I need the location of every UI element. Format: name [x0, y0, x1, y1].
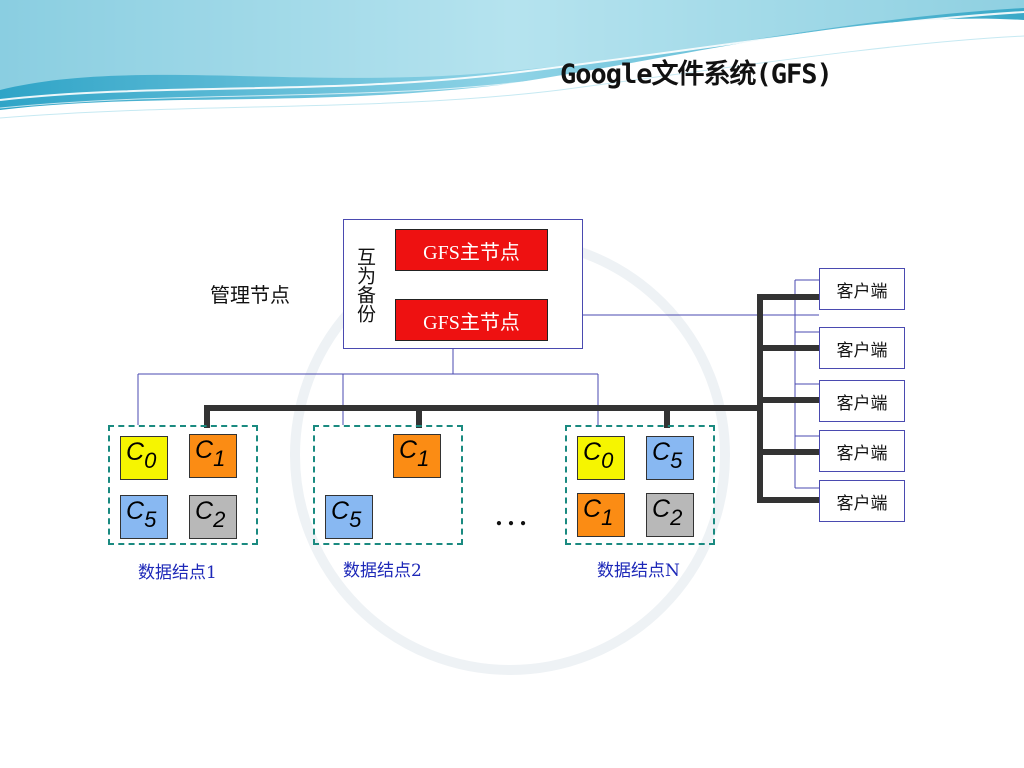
chunk-c5: C5	[325, 495, 373, 539]
chunk-c2: C2	[189, 495, 237, 539]
data-node-1	[108, 425, 258, 545]
client-box-1: 客户端	[819, 268, 905, 310]
data-node-2	[313, 425, 463, 545]
gfs-master-primary: GFS主节点	[395, 229, 548, 271]
chunk-c5: C5	[120, 495, 168, 539]
mutual-backup-label: 互为备份	[354, 247, 376, 323]
chunk-c2: C2	[646, 493, 694, 537]
gfs-master-secondary: GFS主节点	[395, 299, 548, 341]
client-box-3: 客户端	[819, 380, 905, 422]
ellipsis-more-nodes: …	[493, 493, 533, 533]
client-box-4: 客户端	[819, 430, 905, 472]
data-node-2-label: 数据结点2	[343, 561, 422, 581]
slide-title: Google文件系统(GFS)	[560, 59, 833, 90]
data-node-1-label: 数据结点1	[138, 563, 217, 583]
chunk-c1: C1	[577, 493, 625, 537]
management-node-label: 管理节点	[210, 283, 290, 307]
client-box-2: 客户端	[819, 327, 905, 369]
chunk-c1: C1	[393, 434, 441, 478]
data-node-n	[565, 425, 715, 545]
chunk-c1: C1	[189, 434, 237, 478]
data-node-n-label: 数据结点N	[597, 561, 680, 581]
chunk-c5: C5	[646, 436, 694, 480]
chunk-c0: C0	[120, 436, 168, 480]
chunk-c0: C0	[577, 436, 625, 480]
client-box-5: 客户端	[819, 480, 905, 522]
